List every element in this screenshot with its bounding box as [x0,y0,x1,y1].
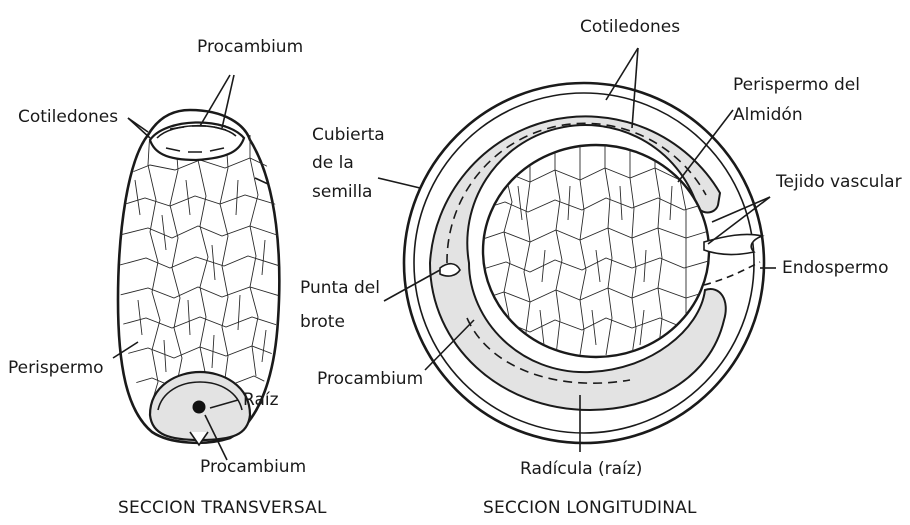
transverse-section: Procambium Cotiledones Perispermo Raíz P… [8,37,327,518]
label-procambium-bottom: Procambium [200,457,306,477]
label-radicula: Radícula (raíz) [520,459,642,479]
label-perispermo-almidon-1: Perispermo del [733,75,860,95]
longitudinal-section: Cotiledones Perispermo del Almidón Cubie… [300,17,902,518]
label-procambium-right: Procambium [317,369,423,389]
label-cotiledones-right: Cotiledones [580,17,680,37]
label-cotiledones-left: Cotiledones [18,107,118,127]
root-cap [150,372,250,445]
label-perispermo: Perispermo [8,358,104,378]
cotyledons-cap [150,122,244,160]
label-punta-2: brote [300,312,345,332]
caption-transversal: SECCION TRANSVERSAL [118,498,327,518]
label-cubierta-3: semilla [312,182,372,202]
label-endospermo: Endospermo [782,258,888,278]
label-tejido-vascular: Tejido vascular [775,172,902,192]
root-dot [193,401,206,414]
label-perispermo-almidon-2: Almidón [733,105,803,125]
label-cubierta-2: de la [312,153,354,173]
label-procambium-top: Procambium [197,37,303,57]
label-raiz: Raíz [243,390,279,410]
caption-longitudinal: SECCION LONGITUDINAL [483,498,697,518]
label-punta-1: Punta del [300,278,380,298]
label-cubierta-1: Cubierta [312,125,385,145]
